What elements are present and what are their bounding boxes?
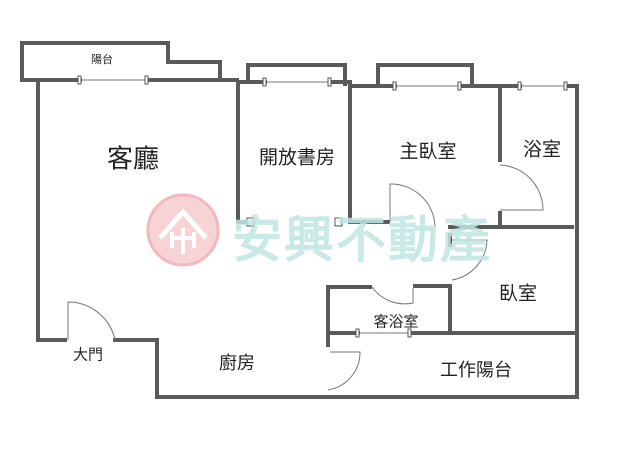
room-label-bedroom: 臥室 <box>498 282 538 305</box>
room-label-bathroom: 浴室 <box>522 138 562 161</box>
room-label-master-bedroom: 主臥室 <box>399 140 457 163</box>
watermark-logo <box>146 193 220 267</box>
window-posts <box>77 75 568 338</box>
room-label-main-door: 大門 <box>72 345 104 364</box>
room-label-living-room: 客廳 <box>106 144 160 175</box>
windows-and-doors <box>67 79 566 391</box>
room-label-guest-bathroom: 客浴室 <box>373 312 419 331</box>
watermark-text: 安興不動產 <box>232 211 492 269</box>
room-label-service-balcony: 工作陽台 <box>440 360 512 381</box>
room-label-open-study: 開放書房 <box>258 146 336 169</box>
room-label-balcony: 陽台 <box>91 53 113 66</box>
room-label-kitchen: 廚房 <box>219 353 255 374</box>
walls <box>20 41 579 399</box>
